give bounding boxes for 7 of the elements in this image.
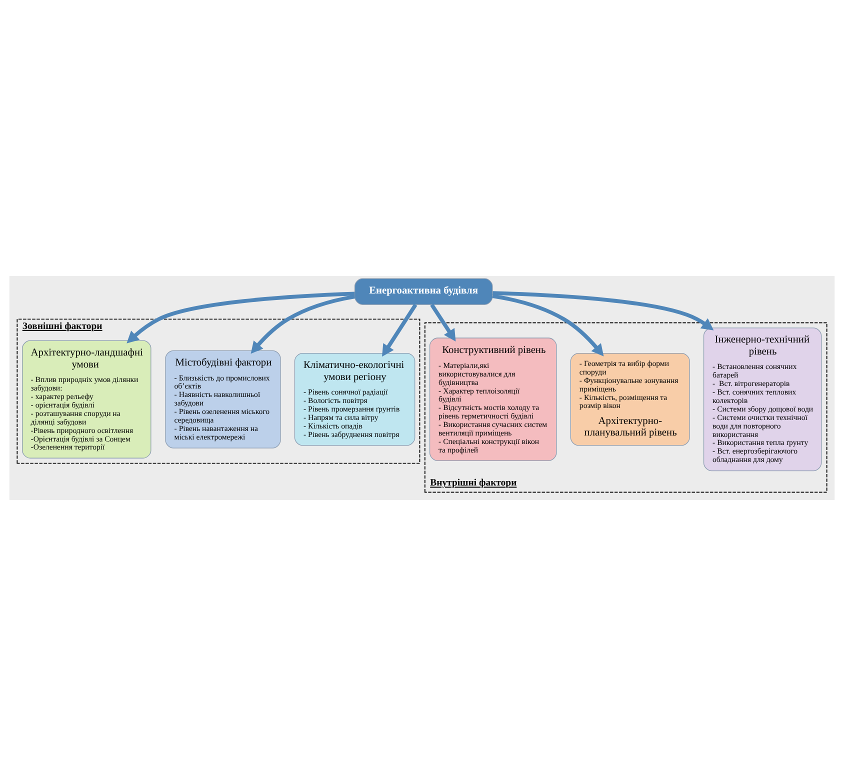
- node-box: Енергоактивна будівля: [354, 278, 493, 305]
- arrow: [430, 304, 456, 342]
- arrow: [250, 294, 356, 354]
- arrow: [492, 291, 714, 330]
- arrow: [126, 292, 355, 344]
- arrow: [492, 294, 604, 356]
- arrow: [382, 304, 418, 357]
